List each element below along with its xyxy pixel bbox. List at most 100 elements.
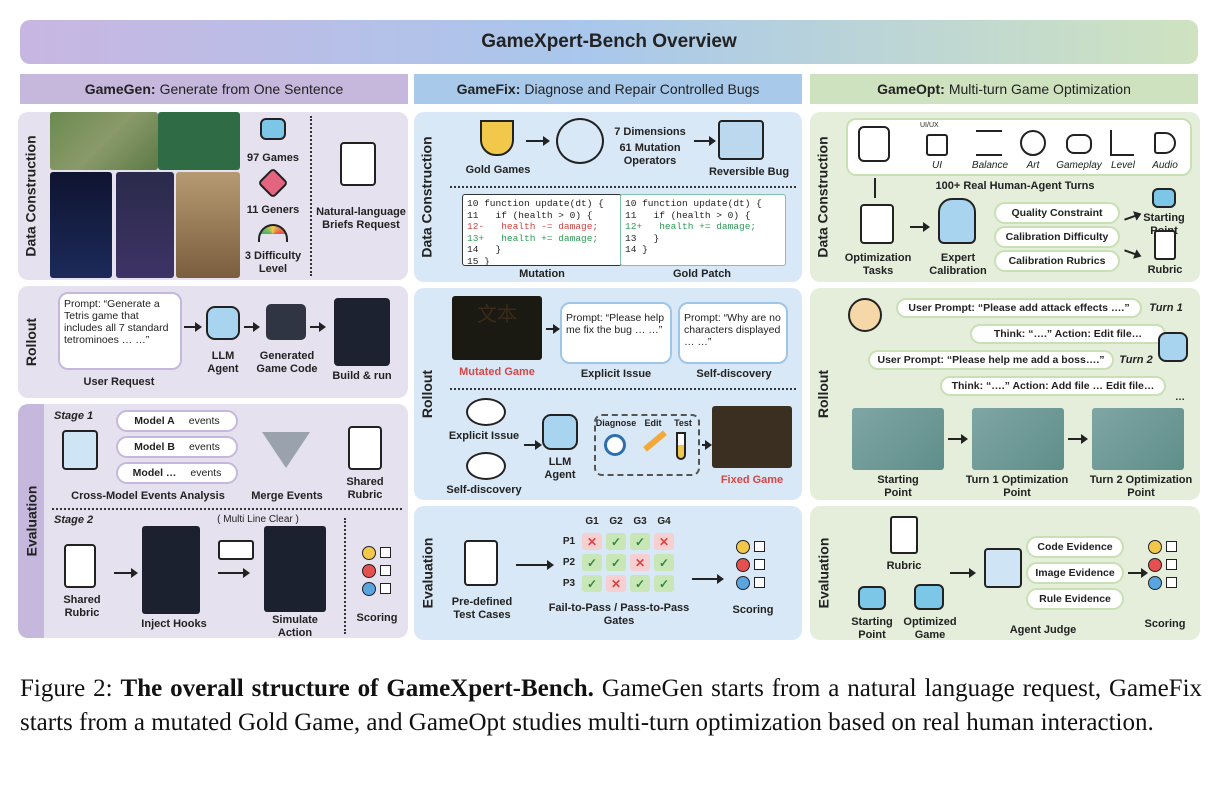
categories-strip: [846, 118, 1192, 176]
ui-icon: [926, 134, 948, 156]
mutated-game-label: Mutated Game: [459, 366, 535, 378]
dimensions-label: 7 Dimensions: [614, 126, 686, 138]
game-screenshot: [50, 112, 158, 170]
multiline-label: ( Multi Line Clear ): [217, 514, 299, 525]
magnifier-icon: [984, 548, 1022, 588]
start-shot-label: Starting Point: [877, 474, 919, 499]
checkbox-icon: [380, 547, 391, 558]
checkbox-icon: [754, 541, 765, 552]
cross-model-label: Cross-Model Events Analysis: [71, 490, 225, 502]
explicit-prompt-text: Prompt: “Please help me fix the bug … …”: [566, 312, 665, 337]
happy-face-icon: [1148, 540, 1162, 554]
gate-row-label: P2: [562, 557, 576, 568]
start-shot: [852, 408, 944, 470]
game-screenshot: [158, 112, 240, 170]
overview-banner: GameXpert-Bench Overview: [20, 20, 1198, 64]
game-screenshot: [116, 172, 174, 278]
gamepad-icon: [260, 118, 286, 140]
rubric-label: Rubric: [1147, 264, 1183, 276]
checkbox-icon: [380, 565, 391, 576]
gameopt-header: GameOpt:Multi-turn Game Optimization: [810, 74, 1198, 104]
rubrics-pill: Calibration Rubrics: [994, 250, 1120, 272]
edit-label: Edit: [644, 418, 662, 428]
quality-pill: Quality Constraint: [994, 202, 1120, 224]
level-icon: [1110, 130, 1134, 156]
tasks-label: Optimization Tasks: [844, 252, 912, 277]
explicit-issue-label-2: Explicit Issue: [448, 430, 520, 442]
trophy-icon: [480, 120, 514, 156]
game-screenshot: [50, 172, 112, 278]
opt-eval-panel: Evaluation Rubric Starting Point Optimiz…: [810, 506, 1200, 641]
balance-icon: [976, 130, 1002, 156]
checkbox-icon: [754, 577, 765, 588]
self-prompt-box: [678, 302, 788, 364]
pass-cell: ✓: [654, 554, 674, 571]
operators-label: 61 Mutation Operators: [619, 142, 681, 167]
ui-ux-small: UI/UX: [920, 122, 939, 129]
gamegen-header: GameGen:Generate from One Sentence: [20, 74, 408, 104]
code-line: 13 }: [625, 232, 660, 244]
caption-text: GameGen starts from a natural language r…: [20, 675, 1203, 736]
gate-row-label: P3: [562, 578, 576, 589]
turn2-shot: [1092, 408, 1184, 470]
pass-cell: ✓: [606, 533, 626, 550]
gamepad-icon: [858, 586, 886, 610]
art-icon: [1020, 130, 1046, 156]
checkbox-icon: [1166, 541, 1177, 552]
test-label: Test: [674, 418, 692, 428]
build-run-label: Build & run: [332, 370, 392, 382]
pass-cell: ✓: [582, 575, 602, 592]
magnifier-icon: [62, 430, 98, 470]
sad-face-icon: [736, 576, 750, 590]
mutated-game-shot: [452, 296, 542, 360]
caption-prefix: Figure 2:: [20, 675, 113, 702]
merge-events-label: Merge Events: [251, 490, 323, 502]
diagnose-label: Diagnose: [595, 418, 637, 428]
gauge-icon: [258, 224, 288, 242]
code-line: 14 }: [625, 244, 648, 255]
code-line: 12- health -= damage;: [467, 221, 599, 232]
notebook-icon: [860, 204, 894, 244]
gameplay-icon: [1066, 134, 1092, 154]
speech-search-icon: [466, 452, 506, 480]
code-line: 15 }: [467, 255, 490, 267]
turn2-shot-label: Turn 2 Optimization Point: [1089, 474, 1193, 499]
fail-cell: ✕: [606, 575, 626, 592]
optimized-label: Optimized Game: [903, 616, 957, 641]
code-line: 11 if (health > 0) {: [467, 209, 593, 221]
self-discovery-label-2: Self-discovery: [446, 484, 522, 496]
difficulty-count: 3 Difficulty Level: [244, 250, 302, 275]
gameplay-label: Gameplay: [1056, 160, 1102, 171]
keyboard-icon: [218, 540, 254, 560]
fail-cell: ✕: [582, 533, 602, 550]
tetris-build-shot: [334, 298, 390, 366]
turns-label: 100+ Real Human-Agent Turns: [935, 180, 1095, 192]
briefs-label: Natural-language Briefs Request: [316, 206, 406, 231]
code-line: 14 }: [467, 244, 502, 255]
geners-count: 11 Geners: [246, 204, 300, 216]
simulate-action-label: Simulate Action: [272, 614, 318, 639]
turn1-label: Turn 1: [1149, 302, 1183, 314]
model-etc-pill: Model …events: [116, 462, 238, 484]
prompt-box: [58, 292, 182, 370]
code-line: 12+ health += damage;: [625, 221, 757, 232]
neutral-face-icon: [362, 564, 376, 578]
turn1-shot-label: Turn 1 Optimization Point: [965, 474, 1069, 499]
checklist-icon: [1154, 230, 1176, 260]
rubric-label: Rubric: [886, 560, 922, 572]
self-discovery-label: Self-discovery: [696, 368, 772, 380]
bug-window-icon: [718, 120, 764, 160]
audio-icon: [1154, 132, 1176, 154]
gold-games-label: Gold Games: [465, 164, 531, 176]
test-cases-label: Pre-defined Test Cases: [451, 596, 513, 621]
balance-label: Balance: [971, 160, 1009, 171]
fail-cell: ✕: [630, 554, 650, 571]
code-line: 10 function update(dt) {: [625, 198, 762, 209]
robot-icon: [542, 414, 578, 450]
explicit-issue-label: Explicit Issue: [580, 368, 652, 380]
inject-hooks-label: Inject Hooks: [141, 618, 207, 630]
games-count: 97 Games: [247, 152, 299, 164]
notebook-icon: [340, 142, 376, 186]
